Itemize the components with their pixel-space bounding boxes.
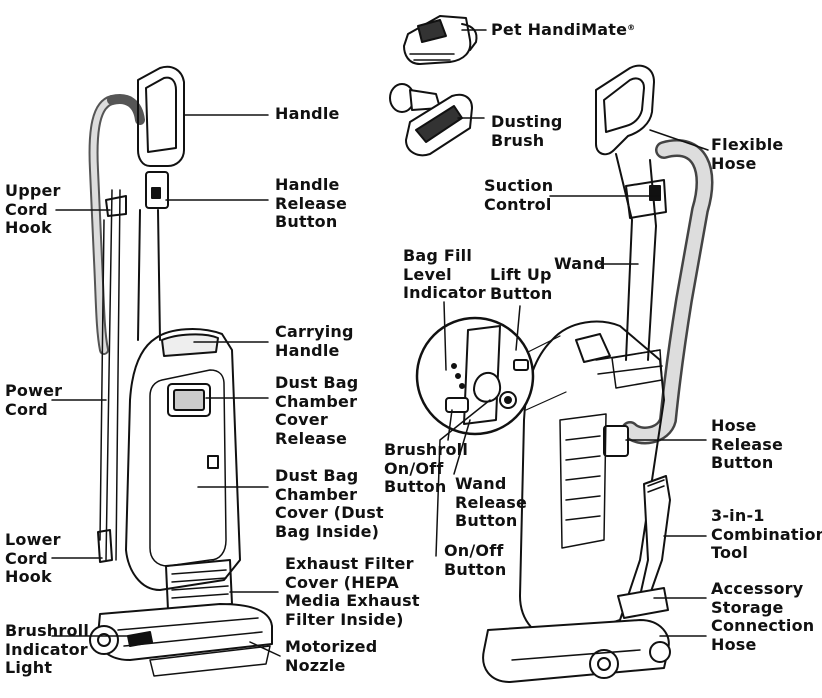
label-exhaust-filter-cover: Exhaust Filter Cover (HEPA Media Exhaust… [285, 554, 420, 629]
label-on-off-button: On/Off Button [444, 541, 507, 579]
control-panel-inset [415, 316, 567, 436]
label-carrying-handle: Carrying Handle [275, 322, 354, 360]
left-vacuum-illustration [88, 65, 273, 677]
label-dust-bag-chamber-cover-release: Dust Bag Chamber Cover Release [275, 373, 359, 448]
label-bag-fill-level-indicator: Bag Fill Level Indicator [403, 246, 486, 302]
dusting-brush-illustration [389, 83, 473, 157]
label-lift-up-button: Lift Up Button [490, 265, 553, 303]
label-handle-release-button: Handle Release Button [275, 175, 348, 231]
label-accessory-storage-connection-hose: Accessory Storage Connection Hose [711, 579, 815, 654]
label-brushroll-indicator-light: Brushroll Indicator Light [5, 621, 90, 677]
label-upper-cord-hook: Upper Cord Hook [5, 181, 61, 237]
label-dust-bag-chamber-cover: Dust Bag Chamber Cover (Dust Bag Inside) [275, 466, 384, 541]
label-wand: Wand [554, 254, 606, 273]
label-handle: Handle [275, 104, 340, 123]
label-3-in-1-combination-tool: 3-in-1 Combination Tool [711, 506, 822, 562]
leader-lines [51, 29, 709, 657]
label-brushroll-on-off-button: Brushroll On/Off Button [384, 440, 469, 496]
label-suction-control: Suction Control [484, 176, 554, 214]
label-flexible-hose: Flexible Hose [711, 135, 784, 173]
label-dusting-brush: Dusting Brush [491, 112, 563, 150]
label-motorized-nozzle: Motorized Nozzle [285, 637, 378, 675]
pet-handimate-illustration [403, 15, 478, 65]
label-power-cord: Power Cord [5, 381, 63, 419]
pet-handimate-text: Pet HandiMate [491, 20, 628, 39]
label-wand-release-button: Wand Release Button [455, 474, 528, 530]
label-hose-release-button: Hose Release Button [711, 416, 784, 472]
label-lower-cord-hook: Lower Cord Hook [5, 530, 61, 586]
label-pet-handimate: Pet HandiMate® [491, 20, 636, 40]
registered-mark: ® [627, 23, 636, 32]
